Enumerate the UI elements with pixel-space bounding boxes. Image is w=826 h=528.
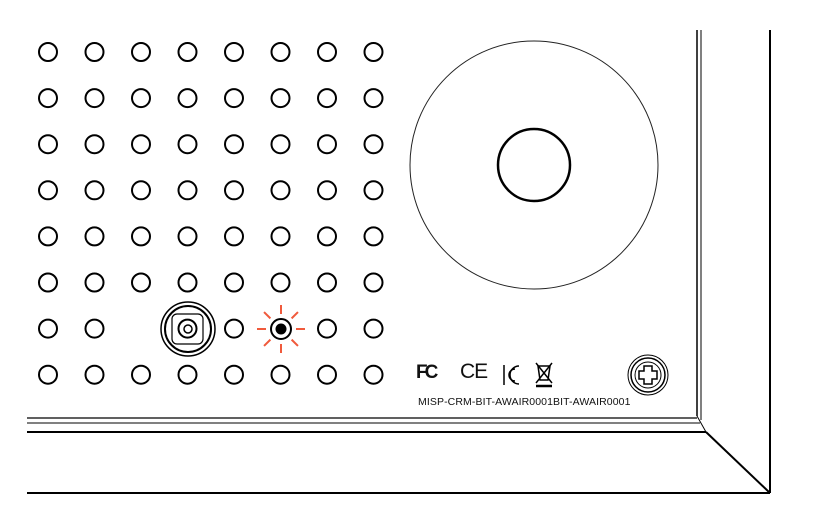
- speaker-hole: [131, 88, 151, 109]
- speaker-hole: [224, 180, 244, 201]
- speaker-hole: [131, 364, 151, 385]
- sensor-disc: [409, 40, 659, 290]
- speaker-hole: [131, 180, 151, 201]
- speaker-hole: [38, 272, 58, 293]
- speaker-hole: [84, 272, 105, 293]
- speaker-hole-grid: [38, 42, 384, 385]
- speaker-hole: [177, 42, 198, 62]
- device-frame: [27, 30, 771, 494]
- speaker-hole: [224, 134, 244, 155]
- speaker-hole: [317, 272, 337, 293]
- speaker-hole: [270, 42, 291, 62]
- speaker-hole: [224, 364, 244, 385]
- speaker-hole: [38, 180, 58, 201]
- speaker-hole: [177, 272, 198, 293]
- weee-icon: [535, 362, 553, 388]
- reset-button[interactable]: [160, 301, 216, 357]
- speaker-hole: [131, 42, 151, 62]
- speaker-hole: [317, 180, 337, 201]
- speaker-hole: [270, 88, 291, 109]
- kc-icon: [503, 365, 520, 385]
- screw-icon: [627, 354, 669, 396]
- led-ray: [290, 311, 299, 320]
- speaker-hole: [317, 134, 337, 155]
- speaker-hole: [317, 42, 337, 62]
- fcc-mark-icon: FC: [416, 362, 438, 383]
- ce-mark-icon: CE: [460, 360, 488, 383]
- speaker-hole: [224, 226, 244, 247]
- speaker-hole: [270, 272, 291, 293]
- led-ray: [263, 311, 272, 320]
- speaker-hole: [38, 226, 58, 247]
- speaker-hole: [177, 318, 198, 339]
- speaker-hole: [177, 226, 198, 247]
- speaker-hole: [363, 318, 384, 339]
- speaker-hole: [131, 272, 151, 293]
- speaker-hole: [84, 88, 105, 109]
- speaker-hole: [177, 180, 198, 201]
- speaker-hole: [177, 134, 198, 155]
- speaker-hole: [131, 226, 151, 247]
- speaker-hole: [224, 318, 244, 339]
- speaker-hole: [363, 226, 384, 247]
- speaker-hole: [317, 88, 337, 109]
- speaker-hole: [38, 364, 58, 385]
- speaker-hole: [84, 226, 105, 247]
- speaker-hole: [84, 134, 105, 155]
- speaker-hole: [363, 364, 384, 385]
- speaker-hole: [363, 42, 384, 62]
- speaker-hole: [177, 364, 198, 385]
- speaker-hole: [363, 134, 384, 155]
- speaker-hole: [38, 134, 58, 155]
- speaker-hole: [177, 88, 198, 109]
- speaker-hole: [317, 226, 337, 247]
- speaker-hole: [317, 364, 337, 385]
- speaker-hole: [317, 318, 337, 339]
- speaker-hole: [38, 88, 58, 109]
- speaker-hole: [84, 180, 105, 201]
- speaker-hole: [363, 88, 384, 109]
- speaker-hole: [363, 180, 384, 201]
- speaker-hole: [224, 272, 244, 293]
- speaker-hole: [363, 272, 384, 293]
- status-led-icon: [257, 305, 305, 353]
- led-ray: [290, 338, 299, 347]
- device-id-label: BIT-AWAIR0001: [553, 396, 631, 408]
- speaker-hole: [270, 364, 291, 385]
- speaker-hole: [38, 318, 58, 339]
- speaker-hole: [270, 226, 291, 247]
- speaker-hole: [38, 42, 58, 62]
- led-ray: [263, 338, 272, 347]
- speaker-hole: [270, 134, 291, 155]
- model-label: MISP-CRM-BIT-AWAIR0001: [418, 396, 554, 408]
- speaker-hole: [84, 318, 105, 339]
- speaker-hole: [84, 42, 105, 62]
- speaker-hole: [270, 180, 291, 201]
- speaker-hole: [131, 134, 151, 155]
- speaker-hole: [224, 88, 244, 109]
- speaker-hole: [84, 364, 105, 385]
- speaker-hole: [224, 42, 244, 62]
